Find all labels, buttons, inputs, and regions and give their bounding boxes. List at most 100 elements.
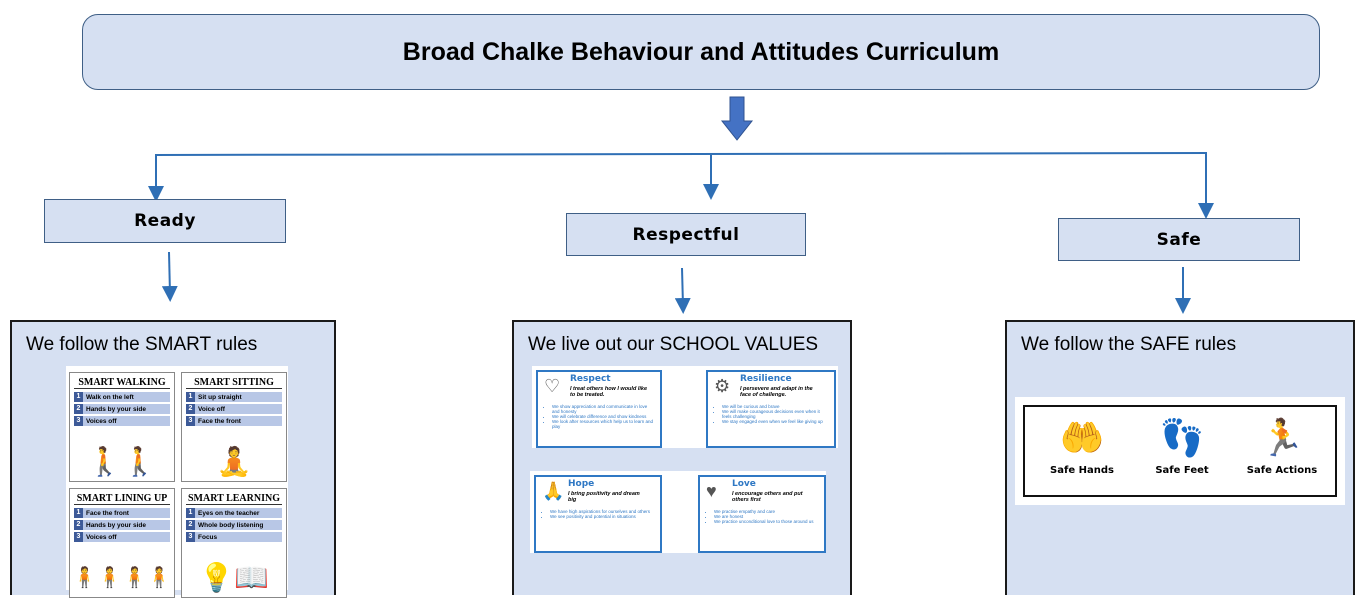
rule-number: 2 bbox=[186, 520, 195, 530]
rule-text: Sit up straight bbox=[198, 393, 242, 401]
branch-line bbox=[154, 152, 1208, 156]
value-subtitle: I encourage others and put others first bbox=[732, 491, 803, 503]
rule-number: 2 bbox=[74, 520, 83, 530]
value-subtitle: I persevere and adapt in the face of cha… bbox=[740, 386, 813, 398]
hands-icon: 🤲 bbox=[1059, 417, 1105, 458]
page-title: Broad Chalke Behaviour and Attitudes Cur… bbox=[82, 14, 1320, 90]
safe-label: Safe Hands bbox=[1050, 465, 1114, 476]
smart-card-heading: SMART SITTING bbox=[186, 377, 282, 389]
category-respectful: Respectful bbox=[566, 213, 806, 256]
rule-text: Eyes on the teacher bbox=[198, 509, 260, 517]
category-ready: Ready bbox=[44, 199, 286, 243]
rule-text: Face the front bbox=[86, 509, 129, 517]
safe-label: Safe Feet bbox=[1155, 465, 1209, 476]
value-subtitle: I treat others how I would like to be tr… bbox=[570, 386, 648, 398]
value-title: Respect bbox=[570, 374, 611, 384]
value-points: We practise empathy and care We are hone… bbox=[708, 509, 818, 524]
safe-hands: 🤲 Safe Hands bbox=[1037, 417, 1127, 476]
rule-text: Voices off bbox=[86, 417, 117, 425]
main-down-arrow bbox=[720, 96, 754, 141]
smart-card-heading: SMART WALKING bbox=[74, 377, 170, 389]
arrow-ready-panel bbox=[161, 251, 178, 302]
school-values-panel: We live out our SCHOOL VALUES bbox=[512, 320, 852, 595]
praying-hands-icon: 🙏 bbox=[542, 481, 565, 501]
smart-card-heading: SMART LINING UP bbox=[74, 493, 170, 505]
value-card-love: ♥ Love I encourage others and put others… bbox=[698, 475, 826, 553]
safe-actions: 🏃 Safe Actions bbox=[1237, 417, 1327, 476]
sitting-person-icon: 🧘 bbox=[216, 446, 252, 477]
footprints-icon: 👣 bbox=[1159, 417, 1205, 458]
rule-number: 1 bbox=[186, 508, 195, 518]
value-point: We will celebrate difference and show ki… bbox=[552, 414, 654, 419]
safe-rules-frame: 🤲 Safe Hands 👣 Safe Feet 🏃 Safe Actions bbox=[1023, 405, 1337, 497]
value-title: Hope bbox=[568, 479, 595, 489]
value-title: Resilience bbox=[740, 374, 792, 384]
panel-title-smart: We follow the SMART rules bbox=[26, 334, 258, 355]
rule-text: Focus bbox=[198, 533, 218, 541]
value-points: We show appreciation and communicate in … bbox=[546, 404, 654, 429]
value-point: We are honest bbox=[714, 514, 818, 519]
arrow-respectful-panel bbox=[674, 267, 691, 314]
value-point: We look after resources which help us to… bbox=[552, 419, 654, 429]
safe-label: Safe Actions bbox=[1246, 465, 1318, 476]
value-card-resilience: ⚙ Resilience I persevere and adapt in th… bbox=[706, 370, 836, 448]
value-point: We see positivity and potential in situa… bbox=[550, 514, 654, 519]
heart-hands-icon: ♥ bbox=[706, 481, 717, 501]
rule-text: Voices off bbox=[86, 533, 117, 541]
rule-number: 1 bbox=[186, 392, 195, 402]
running-person-icon: 🏃 bbox=[1259, 417, 1305, 458]
rule-text: Face the front bbox=[198, 417, 241, 425]
rule-number: 3 bbox=[74, 532, 83, 542]
value-point: We practice unconditional love to those … bbox=[714, 519, 818, 524]
hands-heart-icon: ♡ bbox=[544, 376, 561, 396]
rule-text: Hands by your side bbox=[86, 405, 146, 413]
lightbulb-book-icon: 💡📖 bbox=[199, 562, 269, 593]
rule-number: 2 bbox=[74, 404, 83, 414]
safe-feet: 👣 Safe Feet bbox=[1137, 417, 1227, 476]
value-point: We show appreciation and communicate in … bbox=[552, 404, 654, 414]
values-sheet-bottom: 🙏 Hope I bring positivity and dream big … bbox=[530, 471, 826, 553]
values-sheet-top: ♡ Respect I treat others how I would lik… bbox=[532, 366, 838, 448]
rule-number: 1 bbox=[74, 508, 83, 518]
rule-number: 3 bbox=[74, 416, 83, 426]
panel-title-safe: We follow the SAFE rules bbox=[1021, 334, 1237, 355]
line-of-people-icon: 🧍🧍🧍🧍 bbox=[72, 567, 172, 589]
value-title: Love bbox=[732, 479, 756, 489]
rule-text: Walk on the left bbox=[86, 393, 134, 401]
value-point: We will make courageous decisions even w… bbox=[722, 409, 828, 419]
rule-number: 3 bbox=[186, 532, 195, 542]
category-safe: Safe bbox=[1058, 218, 1300, 261]
smart-card-heading: SMART LEARNING bbox=[186, 493, 282, 505]
head-gears-icon: ⚙ bbox=[714, 376, 731, 396]
value-point: We practise empathy and care bbox=[714, 509, 818, 514]
value-card-respect: ♡ Respect I treat others how I would lik… bbox=[536, 370, 662, 448]
rule-text: Voice off bbox=[198, 405, 225, 413]
value-card-hope: 🙏 Hope I bring positivity and dream big … bbox=[534, 475, 662, 553]
panel-title-values: We live out our SCHOOL VALUES bbox=[528, 334, 819, 355]
rule-number: 3 bbox=[186, 416, 195, 426]
rule-number: 1 bbox=[74, 392, 83, 402]
value-point: We will be curious and brave bbox=[722, 404, 828, 409]
value-point: We have high aspirations for ourselves a… bbox=[550, 509, 654, 514]
value-point: We stay engaged even when we feel like g… bbox=[722, 419, 828, 424]
value-subtitle: I bring positivity and dream big bbox=[568, 491, 640, 503]
rule-text: Whole body listening bbox=[198, 521, 264, 529]
rule-text: Hands by your side bbox=[86, 521, 146, 529]
value-points: We will be curious and brave We will mak… bbox=[716, 404, 828, 424]
